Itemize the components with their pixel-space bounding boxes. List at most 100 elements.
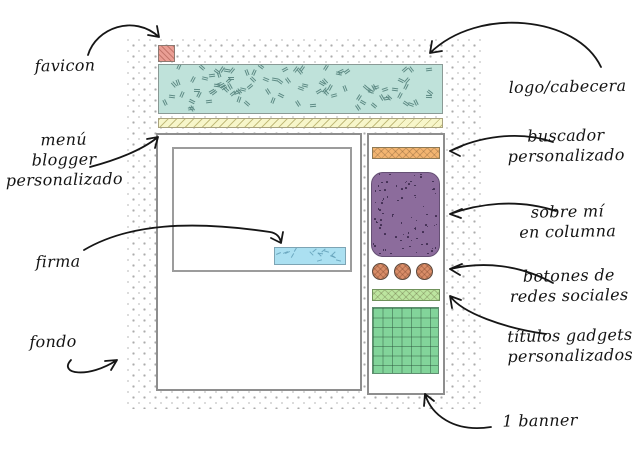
buscador-label-line1: buscador	[527, 125, 605, 146]
texture-mark	[188, 104, 195, 112]
menu-label-line2: blogger	[31, 149, 97, 170]
texture-mark	[389, 252, 392, 255]
texture-mark	[386, 196, 389, 198]
texture-mark	[370, 102, 378, 109]
texture-mark	[330, 92, 338, 98]
texture-mark	[372, 243, 375, 245]
texture-mark	[379, 209, 381, 212]
texture-mark	[381, 199, 384, 202]
texture-mark	[414, 196, 417, 199]
texture-mark	[312, 248, 317, 253]
texture-mark	[277, 92, 285, 98]
texture-mark	[244, 69, 250, 77]
texture-mark	[420, 173, 422, 176]
botones-label: botones de redes sociales	[505, 265, 634, 307]
texture-mark	[257, 65, 265, 70]
texture-mark	[422, 205, 425, 208]
texture-mark	[410, 216, 413, 219]
texture-mark	[413, 174, 416, 177]
sobre-mi-label-line2: en columna	[519, 221, 617, 242]
texture-mark	[208, 73, 215, 78]
texture-mark	[395, 185, 398, 187]
texture-mark	[426, 225, 429, 228]
texture-mark	[426, 243, 428, 245]
texture-mark	[397, 91, 403, 99]
botones-label-line2: redes sociales	[509, 284, 629, 307]
texture-mark	[422, 231, 424, 233]
texture-mark	[434, 247, 437, 250]
texture-mark	[316, 259, 323, 262]
texture-mark	[414, 228, 417, 230]
menu-label-line1: menú	[40, 129, 88, 150]
texture-mark	[435, 223, 438, 226]
texture-mark	[394, 236, 397, 238]
texture-mark	[383, 96, 390, 101]
texture-mark	[425, 213, 428, 216]
texture-mark	[425, 224, 428, 226]
header-logo-box	[158, 64, 443, 114]
texture-mark	[265, 87, 271, 95]
firma-label: firma	[35, 251, 81, 272]
texture-mark	[380, 224, 382, 226]
texture-mark	[176, 65, 182, 70]
texture-mark	[359, 99, 367, 106]
texture-mark	[414, 184, 416, 187]
texture-mark	[377, 185, 380, 187]
texture-mark	[402, 233, 405, 236]
texture-mark	[246, 83, 254, 90]
texture-mark	[374, 245, 376, 248]
texture-mark	[431, 247, 434, 250]
texture-mark	[401, 188, 403, 190]
texture-mark	[420, 176, 422, 178]
texture-mark	[374, 201, 377, 204]
texture-mark	[249, 76, 257, 83]
texture-mark	[431, 250, 433, 253]
texture-mark	[377, 208, 380, 211]
texture-mark	[381, 86, 389, 92]
fondo-arrow	[67, 359, 118, 374]
logo-label: logo/cabecera	[508, 75, 627, 98]
texture-mark	[382, 212, 384, 215]
social-circle	[394, 263, 411, 280]
titulos-label-line2: personalizados	[507, 344, 634, 367]
texture-mark	[435, 215, 437, 218]
texture-mark	[201, 76, 209, 81]
texture-mark	[426, 67, 433, 72]
texture-mark	[409, 245, 411, 248]
social-buttons-row	[372, 263, 442, 281]
texture-mark	[379, 252, 381, 255]
texture-mark	[408, 183, 410, 186]
texture-mark	[310, 103, 317, 108]
favicon-label: favicon	[34, 55, 96, 76]
texture-mark	[401, 66, 408, 73]
texture-mark	[331, 254, 336, 258]
texture-mark	[293, 248, 298, 252]
texture-mark	[169, 94, 176, 98]
texture-mark	[188, 99, 196, 105]
texture-mark	[414, 227, 416, 230]
banner-label: 1 banner	[502, 410, 578, 431]
sobre-mi-label-line1: sobre mí	[530, 201, 604, 222]
gadget-title-bar	[372, 289, 440, 301]
social-circle	[372, 263, 389, 280]
texture-mark	[270, 97, 276, 105]
texture-mark	[433, 224, 436, 227]
texture-mark	[383, 188, 386, 191]
texture-mark	[379, 227, 381, 229]
texture-mark	[391, 215, 394, 218]
texture-mark	[198, 65, 206, 71]
fondo-label: fondo	[29, 331, 77, 352]
botones-label-line1: botones de	[522, 265, 615, 286]
buscador-label-line2: personalizado	[507, 144, 625, 167]
texture-mark	[298, 86, 305, 92]
texture-mark	[291, 252, 295, 258]
texture-mark	[299, 65, 306, 72]
texture-mark	[405, 186, 407, 189]
texture-mark	[284, 77, 291, 84]
texture-mark	[236, 95, 242, 103]
banner-box	[372, 307, 439, 374]
texture-mark	[415, 219, 418, 222]
texture-mark	[427, 252, 429, 255]
texture-mark	[407, 66, 414, 73]
texture-mark	[400, 239, 402, 242]
